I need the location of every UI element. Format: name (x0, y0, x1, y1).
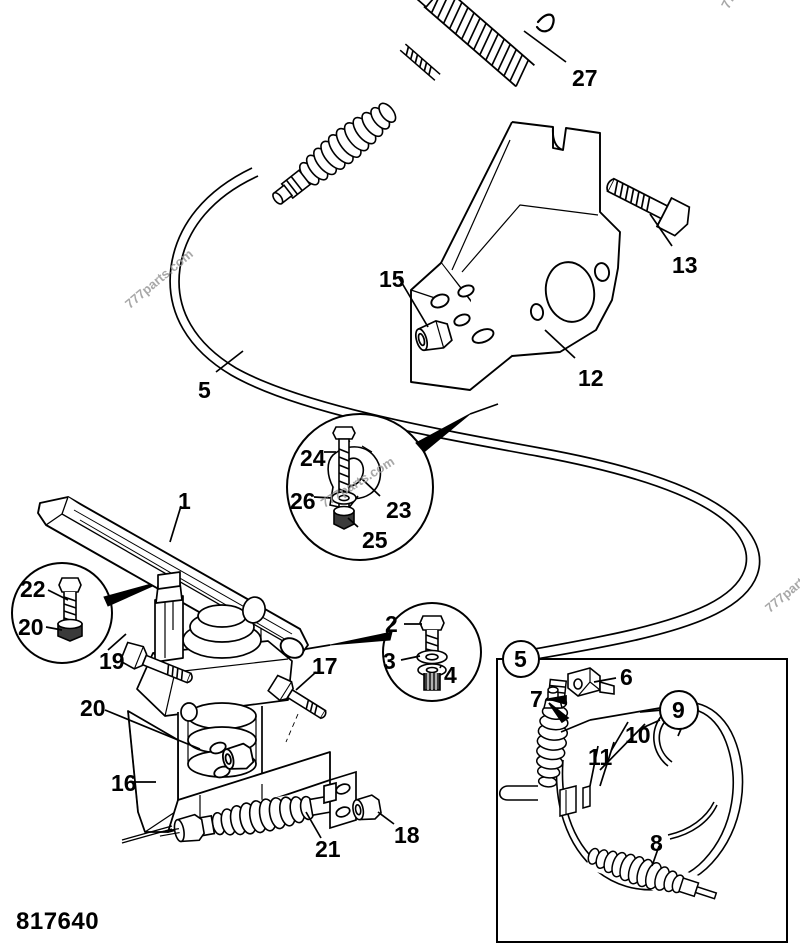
callout-label-6: 6 (620, 664, 633, 690)
callout-label-21: 21 (315, 836, 341, 862)
callout-label-3: 3 (383, 648, 396, 674)
callout-label-23: 23 (386, 497, 412, 523)
cable-anchor-plate (323, 770, 357, 830)
callout-label-8: 8 (650, 830, 663, 856)
callout-label-7: 7 (530, 686, 543, 712)
hex-nut-20-detail (57, 618, 83, 642)
callout-label-20b: 20 (80, 695, 106, 721)
detail-circle-clamp (286, 403, 499, 561)
cable-clamp-23 (327, 426, 382, 530)
cable-tie-10 (582, 785, 591, 809)
lock-nut-15 (414, 319, 453, 352)
callout-label-27: 27 (572, 65, 598, 91)
throttle-cable-5 (169, 167, 761, 663)
flat-washer-3 (416, 649, 448, 665)
leader-lines (45, 30, 685, 867)
hex-bolt-2 (419, 615, 445, 655)
callout-label-10: 10 (625, 722, 651, 748)
part-number: 817640 (16, 908, 100, 935)
callout-label-15: 15 (379, 266, 405, 292)
callout-label-24: 24 (300, 445, 326, 471)
callout-label-12: 12 (578, 365, 604, 391)
callout-label-2: 2 (385, 611, 398, 637)
mounting-bracket-12 (410, 121, 621, 391)
hex-bolt-17 (267, 674, 327, 743)
callout-label-11: 11 (588, 744, 613, 770)
cable-nut-18 (352, 794, 382, 821)
callout-circle-9 (659, 690, 699, 730)
callout-label-18: 18 (394, 822, 420, 848)
callout-label-22: 22 (20, 576, 46, 602)
callout-label-25: 25 (362, 527, 388, 553)
callout-label-4: 4 (444, 662, 457, 688)
detail-circle-bolt-nut (11, 562, 197, 664)
callout-label-9: 9 (672, 697, 685, 723)
callout-label-13: 13 (672, 252, 698, 278)
cable-boot-21 (159, 789, 336, 843)
callout-label-1: 1 (178, 488, 191, 514)
callout-label-16: 16 (111, 770, 137, 796)
cable-boot-8 (585, 841, 718, 906)
callout-label-26: 26 (290, 488, 316, 514)
callout-label-5a: 5 (198, 377, 211, 403)
callout-label-20a: 20 (18, 614, 44, 640)
spring-washer-4 (417, 663, 447, 691)
cable-clip-11 (559, 785, 577, 817)
tension-spring-27 (399, 0, 555, 88)
cable-sheath-upper (272, 88, 414, 205)
hex-bolt-13 (606, 177, 691, 237)
cable-end-fitting-6 (567, 667, 615, 697)
cable-rod-left (121, 825, 173, 844)
callout-label-17: 17 (312, 653, 338, 679)
callout-label-19: 19 (99, 648, 125, 674)
callout-label-5b: 5 (514, 646, 527, 672)
hex-bolt-19 (119, 641, 193, 684)
